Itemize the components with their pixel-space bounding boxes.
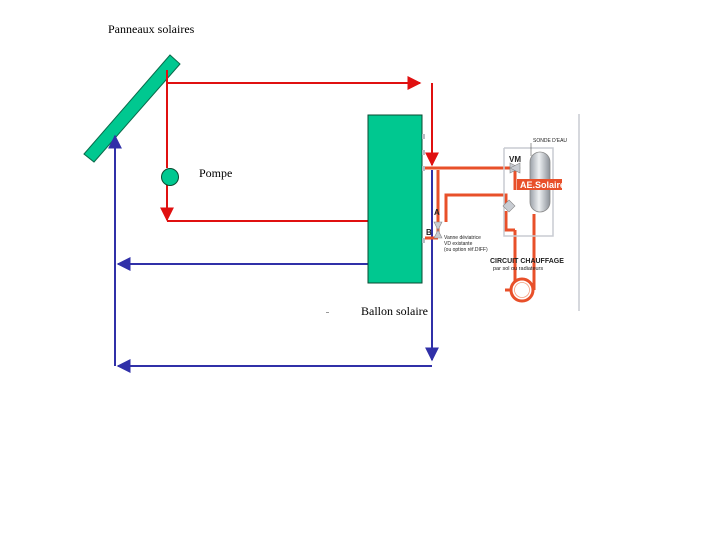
diverter-valve: [433, 221, 443, 239]
valve-text-2: VD existante: [444, 241, 473, 247]
heating-circuit-inner-ring: [514, 282, 530, 298]
circuit-pump-valve: [502, 199, 516, 213]
solar-panel: [83, 54, 181, 163]
tank-ports: [422, 134, 425, 243]
port-a-label: A: [434, 208, 440, 217]
cold-loop: [108, 134, 439, 373]
circuit-title: CIRCUIT CHAUFFAGE: [490, 258, 564, 265]
port-b-label: B: [426, 228, 432, 237]
panels-label: Panneaux solaires: [108, 22, 195, 36]
tank-label: Ballon solaire: [361, 304, 428, 318]
valve-text-3: (ou option réf.DIFF): [444, 247, 488, 253]
circuit-subtitle: par sol ou radiateurs: [493, 266, 543, 272]
pump-label: Pompe: [199, 166, 232, 180]
valve-text-1: Vanne déviatrice: [444, 235, 481, 241]
solar-tank: [367, 114, 423, 284]
mixing-valve-vm: [509, 162, 521, 174]
pump: [161, 168, 179, 186]
sonde-label: SONDE D'EAU: [533, 138, 567, 144]
vm-label: VM: [509, 155, 521, 164]
ae-solaire-badge: [517, 179, 562, 190]
ae-solaire-label: AE.Solaire: [520, 180, 565, 190]
small-mark: [326, 312, 329, 313]
